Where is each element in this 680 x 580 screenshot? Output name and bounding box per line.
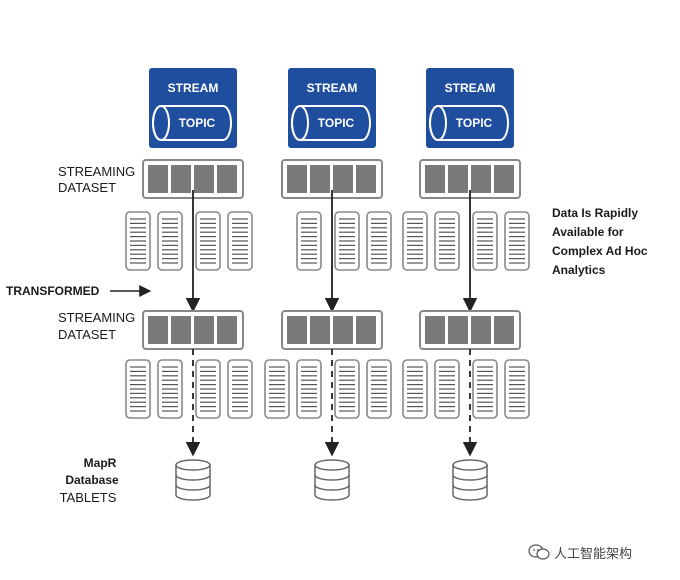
document-icon <box>157 359 183 419</box>
dataset-cell <box>148 165 168 193</box>
document-icon <box>195 359 221 419</box>
streaming-dataset-transformed <box>281 310 383 350</box>
document-icon <box>434 211 460 271</box>
dataset-cell <box>333 316 353 344</box>
database-label-database: Database <box>65 473 119 487</box>
document-icon <box>472 211 498 271</box>
streaming-dataset-top <box>142 159 244 199</box>
dataset-cell <box>148 316 168 344</box>
document-icon <box>227 211 253 271</box>
database-label-tablets: TABLETS <box>60 490 117 505</box>
document-row-top <box>125 211 253 271</box>
document-icon <box>195 211 221 271</box>
dataset-cell <box>494 165 514 193</box>
document-icon <box>434 359 460 419</box>
document-row-top <box>402 211 530 271</box>
document-row-bottom <box>402 359 530 419</box>
document-icon <box>264 359 290 419</box>
dataset-cell <box>310 165 330 193</box>
stream-label: STREAM <box>307 81 358 95</box>
watermark-text: 人工智能架构 <box>554 546 633 562</box>
document-icon <box>366 359 392 419</box>
document-icon <box>402 211 428 271</box>
stream-box: STREAM TOPIC <box>149 68 237 148</box>
document-icon <box>334 211 360 271</box>
document-icon <box>125 359 151 419</box>
watermark: 人工智能架构 <box>528 540 668 564</box>
dataset-cell <box>171 165 191 193</box>
dataset-cell <box>448 165 468 193</box>
document-icon <box>402 359 428 419</box>
dataset-cell <box>194 165 214 193</box>
transformed-label: TRANSFORMED <box>6 284 100 298</box>
dataset-cell <box>425 316 445 344</box>
dataset-cell <box>333 165 353 193</box>
stream-label: STREAM <box>445 81 496 95</box>
document-icon <box>366 211 392 271</box>
dataset-cell <box>494 316 514 344</box>
database-icon <box>314 459 350 501</box>
dataset-cell <box>287 165 307 193</box>
availability-note-line-3: Complex Ad Hoc <box>552 244 648 258</box>
topic-label: TOPIC <box>318 116 355 130</box>
database-label-mapr: MapR <box>84 456 117 470</box>
document-row-bottom <box>264 359 392 419</box>
streaming-dataset-label-2b: DATASET <box>58 327 116 342</box>
stream-label: STREAM <box>168 81 219 95</box>
dataset-cell <box>194 316 214 344</box>
streaming-dataset-transformed <box>142 310 244 350</box>
document-icon <box>227 359 253 419</box>
database-icon <box>452 459 488 501</box>
dataset-cell <box>310 316 330 344</box>
dataset-cell <box>471 316 491 344</box>
availability-note-line-4: Analytics <box>552 263 606 277</box>
dataset-cell <box>217 316 237 344</box>
topic-label: TOPIC <box>179 116 216 130</box>
database-icon <box>175 459 211 501</box>
document-icon <box>504 211 530 271</box>
document-icon <box>472 359 498 419</box>
dataset-cell <box>217 165 237 193</box>
pipeline-column-2: STREAM TOPIC <box>264 68 392 501</box>
pipeline-column-1: STREAM TOPIC <box>125 68 253 501</box>
topic-cylinder: TOPIC <box>429 105 509 141</box>
document-icon <box>296 359 322 419</box>
document-row-top <box>296 211 392 271</box>
document-icon <box>334 359 360 419</box>
availability-note-line-1: Data Is Rapidly <box>552 206 638 220</box>
streaming-dataset-transformed <box>419 310 521 350</box>
dataset-cell <box>287 316 307 344</box>
document-row-bottom <box>125 359 253 419</box>
stream-box: STREAM TOPIC <box>426 68 514 148</box>
pipeline-column-3: STREAM TOPIC <box>402 68 530 501</box>
dataset-cell <box>171 316 191 344</box>
streaming-dataset-label-2a: STREAMING <box>58 310 135 325</box>
topic-cylinder: TOPIC <box>152 105 232 141</box>
dataset-cell <box>425 165 445 193</box>
streaming-dataset-label-1b: DATASET <box>58 180 116 195</box>
dataset-cell <box>471 165 491 193</box>
document-icon <box>125 211 151 271</box>
document-icon <box>504 359 530 419</box>
dataset-cell <box>356 165 376 193</box>
dataset-cell <box>448 316 468 344</box>
streaming-dataset-label-1a: STREAMING <box>58 164 135 179</box>
stream-box: STREAM TOPIC <box>288 68 376 148</box>
availability-note-line-2: Available for <box>552 225 624 239</box>
topic-label: TOPIC <box>456 116 493 130</box>
topic-cylinder: TOPIC <box>291 105 371 141</box>
document-icon <box>296 211 322 271</box>
wechat-icon <box>528 544 550 560</box>
document-icon <box>157 211 183 271</box>
dataset-cell <box>356 316 376 344</box>
